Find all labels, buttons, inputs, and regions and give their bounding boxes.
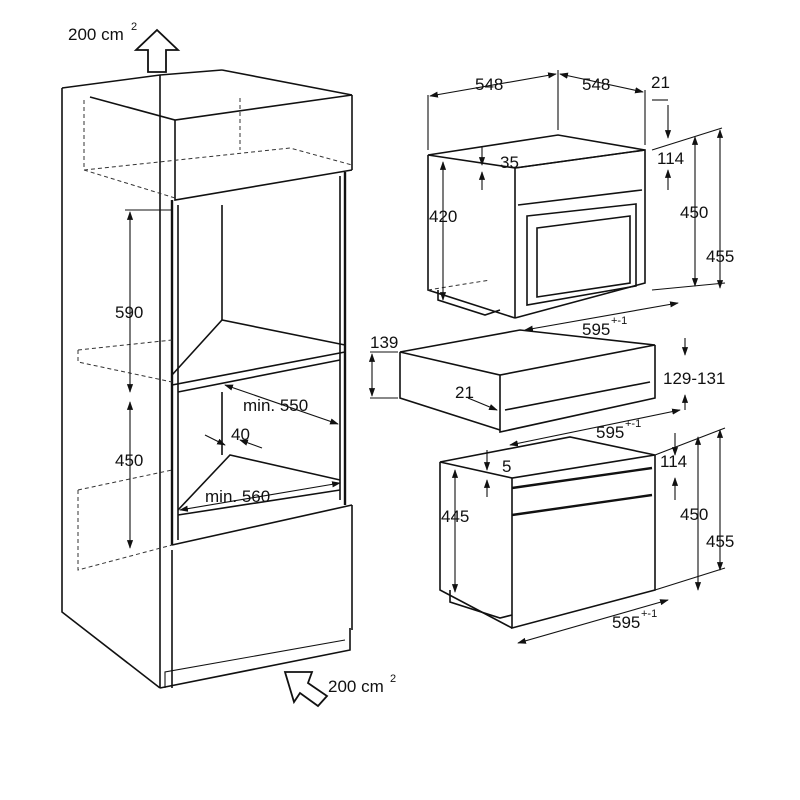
tall-cabinet xyxy=(61,69,353,689)
upper-oven-dimensions xyxy=(429,72,724,332)
dim-upper-front-gap: 114 xyxy=(657,149,684,168)
dim-upper-width-sup: +-1 xyxy=(611,315,627,327)
dim-upper-panel: 21 xyxy=(651,73,670,92)
dim-lower-front-height: 450 xyxy=(680,505,708,524)
dim-lower-front-gap: 114 xyxy=(660,452,687,471)
airflow-top-sup: 2 xyxy=(131,21,137,33)
dim-min-width: min. 560 xyxy=(205,487,270,506)
airflow-top-label: 200 cm xyxy=(68,25,124,44)
dim-drawer-width: 595 xyxy=(596,423,624,442)
airflow-up-arrow-icon xyxy=(133,28,181,73)
dim-upper-height-side: 420 xyxy=(429,207,457,226)
dim-upper-total-height: 455 xyxy=(706,247,734,266)
dim-lower-width: 595 xyxy=(612,613,640,632)
airflow-bottom-label: 200 cm xyxy=(328,677,384,696)
dim-gap: 40 xyxy=(231,425,250,444)
dim-drawer-height: 139 xyxy=(370,333,398,352)
dim-drawer-width-sup: +-1 xyxy=(625,418,641,430)
drawer-dimensions xyxy=(368,338,689,447)
dim-lower-width-sup: +-1 xyxy=(641,608,657,620)
dim-lower-top-offset: 5 xyxy=(502,457,511,476)
dim-upper-front-height: 450 xyxy=(680,203,708,222)
dim-min-depth: min. 550 xyxy=(243,396,308,415)
lower-oven-dimensions xyxy=(451,429,724,644)
dim-upper-width: 595 xyxy=(582,320,610,339)
cabinet-dimensions xyxy=(125,209,341,549)
dim-upper-depth-total: 548 xyxy=(582,75,610,94)
dim-lower-height-side: 445 xyxy=(441,507,469,526)
dim-drawer-front-height: 129-131 xyxy=(663,369,725,388)
dim-upper-depth: 548 xyxy=(475,75,503,94)
airflow-in-arrow-icon xyxy=(283,671,329,708)
upper-oven xyxy=(427,70,726,319)
dim-lower-total-height: 455 xyxy=(706,532,734,551)
warming-drawer xyxy=(370,329,656,433)
dim-drawer-panel: 21 xyxy=(455,383,474,402)
dim-niche-top: 590 xyxy=(115,303,143,322)
airflow-bottom-sup: 2 xyxy=(390,673,396,685)
dim-upper-top-offset: 35 xyxy=(500,153,519,172)
dim-niche-bottom: 450 xyxy=(115,451,143,470)
